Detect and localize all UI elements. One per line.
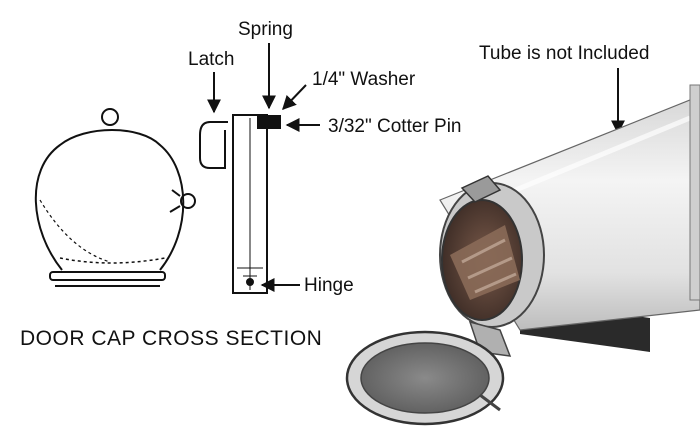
side-lug — [180, 193, 196, 209]
label-latch: Latch — [188, 49, 235, 70]
arrow-washer — [282, 84, 307, 111]
top-latch — [460, 175, 502, 203]
label-tube-note: Tube is not Included — [479, 43, 650, 64]
label-hinge: Hinge — [304, 275, 354, 296]
door-cap-outline — [34, 108, 196, 287]
hinge-plate — [232, 114, 268, 294]
label-spring: Spring — [238, 19, 293, 40]
latch-assembly — [199, 114, 281, 294]
leader-arrows — [207, 43, 625, 292]
label-washer: 1/4" Washer — [312, 69, 416, 90]
product-illustration — [345, 84, 700, 426]
top-ring — [101, 108, 119, 126]
hinge-pin — [246, 278, 254, 286]
spring-coil — [257, 115, 281, 129]
cap-rim — [49, 271, 166, 281]
latch-loop — [199, 121, 228, 169]
cap-body — [34, 129, 185, 271]
caption-door-cap: DOOR CAP CROSS SECTION — [20, 327, 323, 350]
label-cotter-pin: 3/32" Cotter Pin — [328, 116, 462, 137]
